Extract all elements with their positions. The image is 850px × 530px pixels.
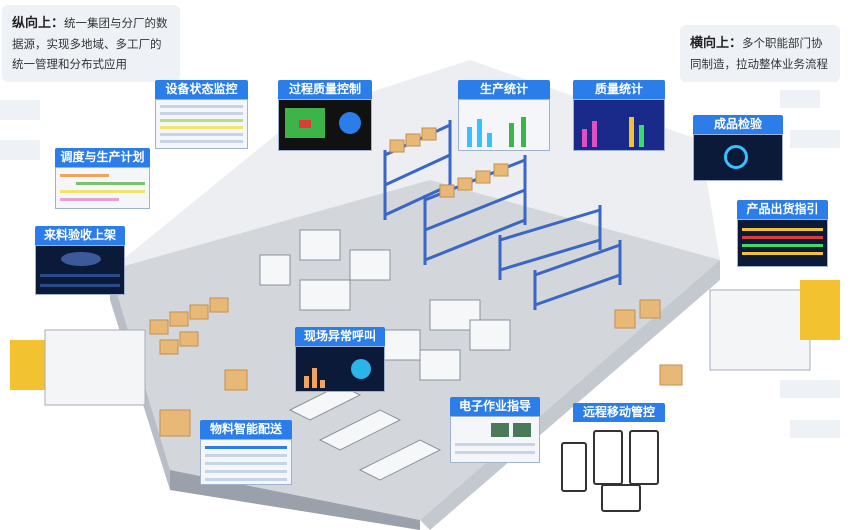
module-screen — [55, 167, 150, 209]
mobile-devices — [561, 422, 665, 517]
module-label: 成品检验 — [693, 115, 783, 134]
module-label: 调度与生产计划 — [55, 148, 150, 167]
module-screen — [450, 416, 540, 463]
module-scheduling-planning[interactable]: 调度与生产计划 — [55, 148, 150, 209]
module-screen — [155, 99, 248, 149]
trucks — [10, 280, 840, 406]
module-process-quality[interactable]: 过程质量控制 — [278, 80, 372, 151]
module-label: 生产统计 — [458, 80, 550, 99]
horizontal-note-text: 多个职能部门协同制造，拉动整体业务流程 — [690, 36, 828, 71]
module-electronic-sop[interactable]: 电子作业指导 — [450, 397, 540, 463]
vertical-note-text: 统一集团与分厂的数据源，实现多地域、多工厂的统一管理和分布式应用 — [12, 16, 168, 71]
module-incoming-receiving[interactable]: 来料验收上架 — [35, 226, 125, 295]
cartons — [104, 127, 746, 437]
module-label: 产品出货指引 — [737, 200, 828, 219]
module-label: 来料验收上架 — [35, 226, 125, 245]
module-label: 过程质量控制 — [278, 80, 372, 99]
module-quality-statistics[interactable]: 质量统计 — [573, 80, 665, 151]
module-label: 远程移动管控 — [573, 403, 665, 422]
module-label: 设备状态监控 — [155, 80, 248, 99]
front-wall — [170, 470, 420, 530]
module-production-statistics[interactable]: 生产统计 — [458, 80, 550, 151]
workbenches — [288, 384, 442, 481]
background-arrows — [0, 90, 840, 438]
vertical-note-title: 纵向上： — [12, 16, 65, 31]
module-screen — [573, 99, 665, 151]
module-screen — [693, 134, 783, 181]
module-screen — [737, 219, 828, 267]
module-finished-inspection[interactable]: 成品检验 — [693, 115, 783, 181]
module-material-delivery[interactable]: 物料智能配送 — [200, 420, 292, 485]
module-screen — [295, 346, 385, 392]
production-line — [259, 229, 511, 381]
module-onsite-exception-call[interactable]: 现场异常呼叫 — [295, 327, 385, 392]
module-screen — [35, 245, 125, 295]
module-label: 物料智能配送 — [200, 420, 292, 439]
module-screen — [278, 99, 372, 151]
module-remote-mobile-control[interactable]: 远程移动管控 — [561, 403, 665, 517]
module-label: 质量统计 — [573, 80, 665, 99]
horizontal-note: 横向上：多个职能部门协同制造，拉动整体业务流程 — [680, 25, 840, 82]
module-screen — [200, 439, 292, 485]
module-screen — [458, 99, 550, 151]
module-label: 现场异常呼叫 — [295, 327, 385, 346]
module-equipment-monitoring[interactable]: 设备状态监控 — [155, 80, 248, 149]
module-label: 电子作业指导 — [450, 397, 540, 416]
vertical-note: 纵向上：统一集团与分厂的数据源，实现多地域、多工厂的统一管理和分布式应用 — [2, 5, 180, 82]
horizontal-note-title: 横向上： — [690, 36, 743, 51]
module-shipping-guidance[interactable]: 产品出货指引 — [737, 200, 828, 267]
